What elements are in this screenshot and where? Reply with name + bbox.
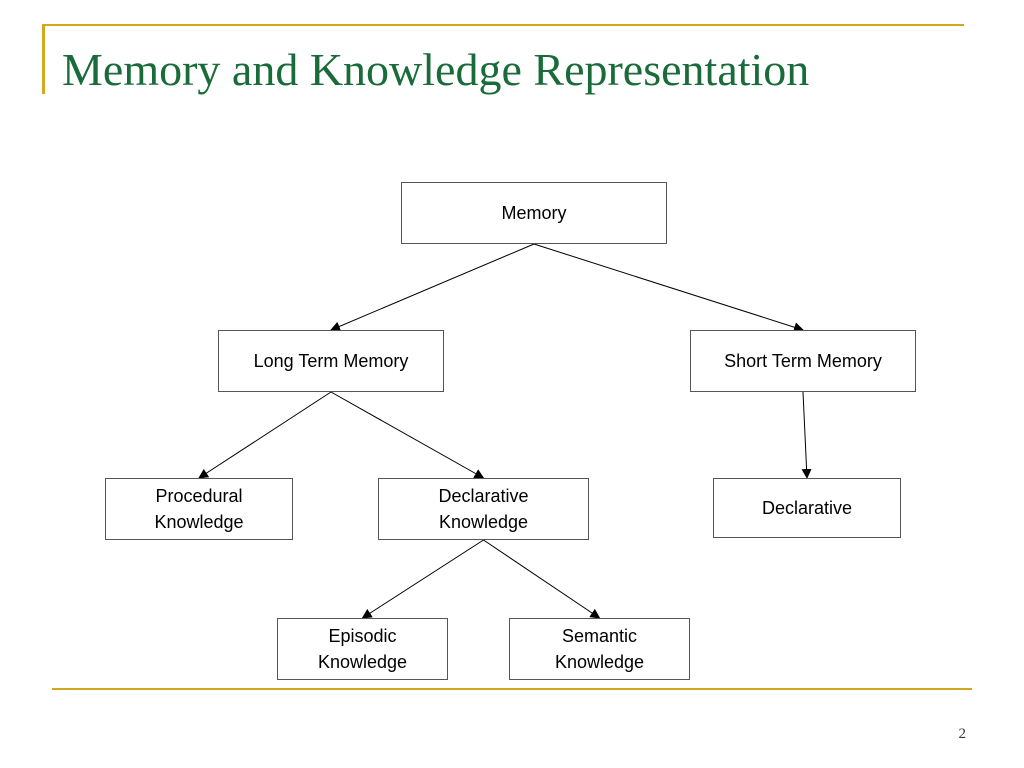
arrow-memory-to-long-term-memory <box>330 243 535 332</box>
slide-title: Memory and Knowledge Representation <box>62 44 810 95</box>
edge-layer <box>198 243 812 619</box>
node-semantic-knowledge: Semantic Knowledge <box>509 618 690 680</box>
node-short-term-memory: Short Term Memory <box>690 330 916 392</box>
arrow-memory-to-short-term-memory <box>533 243 804 333</box>
node-procedural-knowledge: Procedural Knowledge <box>105 478 293 540</box>
node-memory: Memory <box>401 182 667 244</box>
node-declarative-knowledge: Declarative Knowledge <box>378 478 589 540</box>
node-declarative: Declarative <box>713 478 901 538</box>
arrow-short-term-memory-to-declarative <box>801 391 812 479</box>
title-accent-top-line <box>42 24 964 26</box>
arrow-long-term-memory-to-declarative-knowledge <box>330 391 485 479</box>
page-number: 2 <box>958 726 967 742</box>
arrow-declarative-knowledge-to-episodic-knowledge <box>361 539 484 619</box>
node-episodic-knowledge: Episodic Knowledge <box>277 618 448 680</box>
arrow-declarative-knowledge-to-semantic-knowledge <box>483 539 601 619</box>
arrow-long-term-memory-to-procedural-knowledge <box>198 391 332 479</box>
node-long-term-memory: Long Term Memory <box>218 330 444 392</box>
footer-accent-line <box>52 688 972 690</box>
title-accent-vertical-line <box>42 24 45 94</box>
